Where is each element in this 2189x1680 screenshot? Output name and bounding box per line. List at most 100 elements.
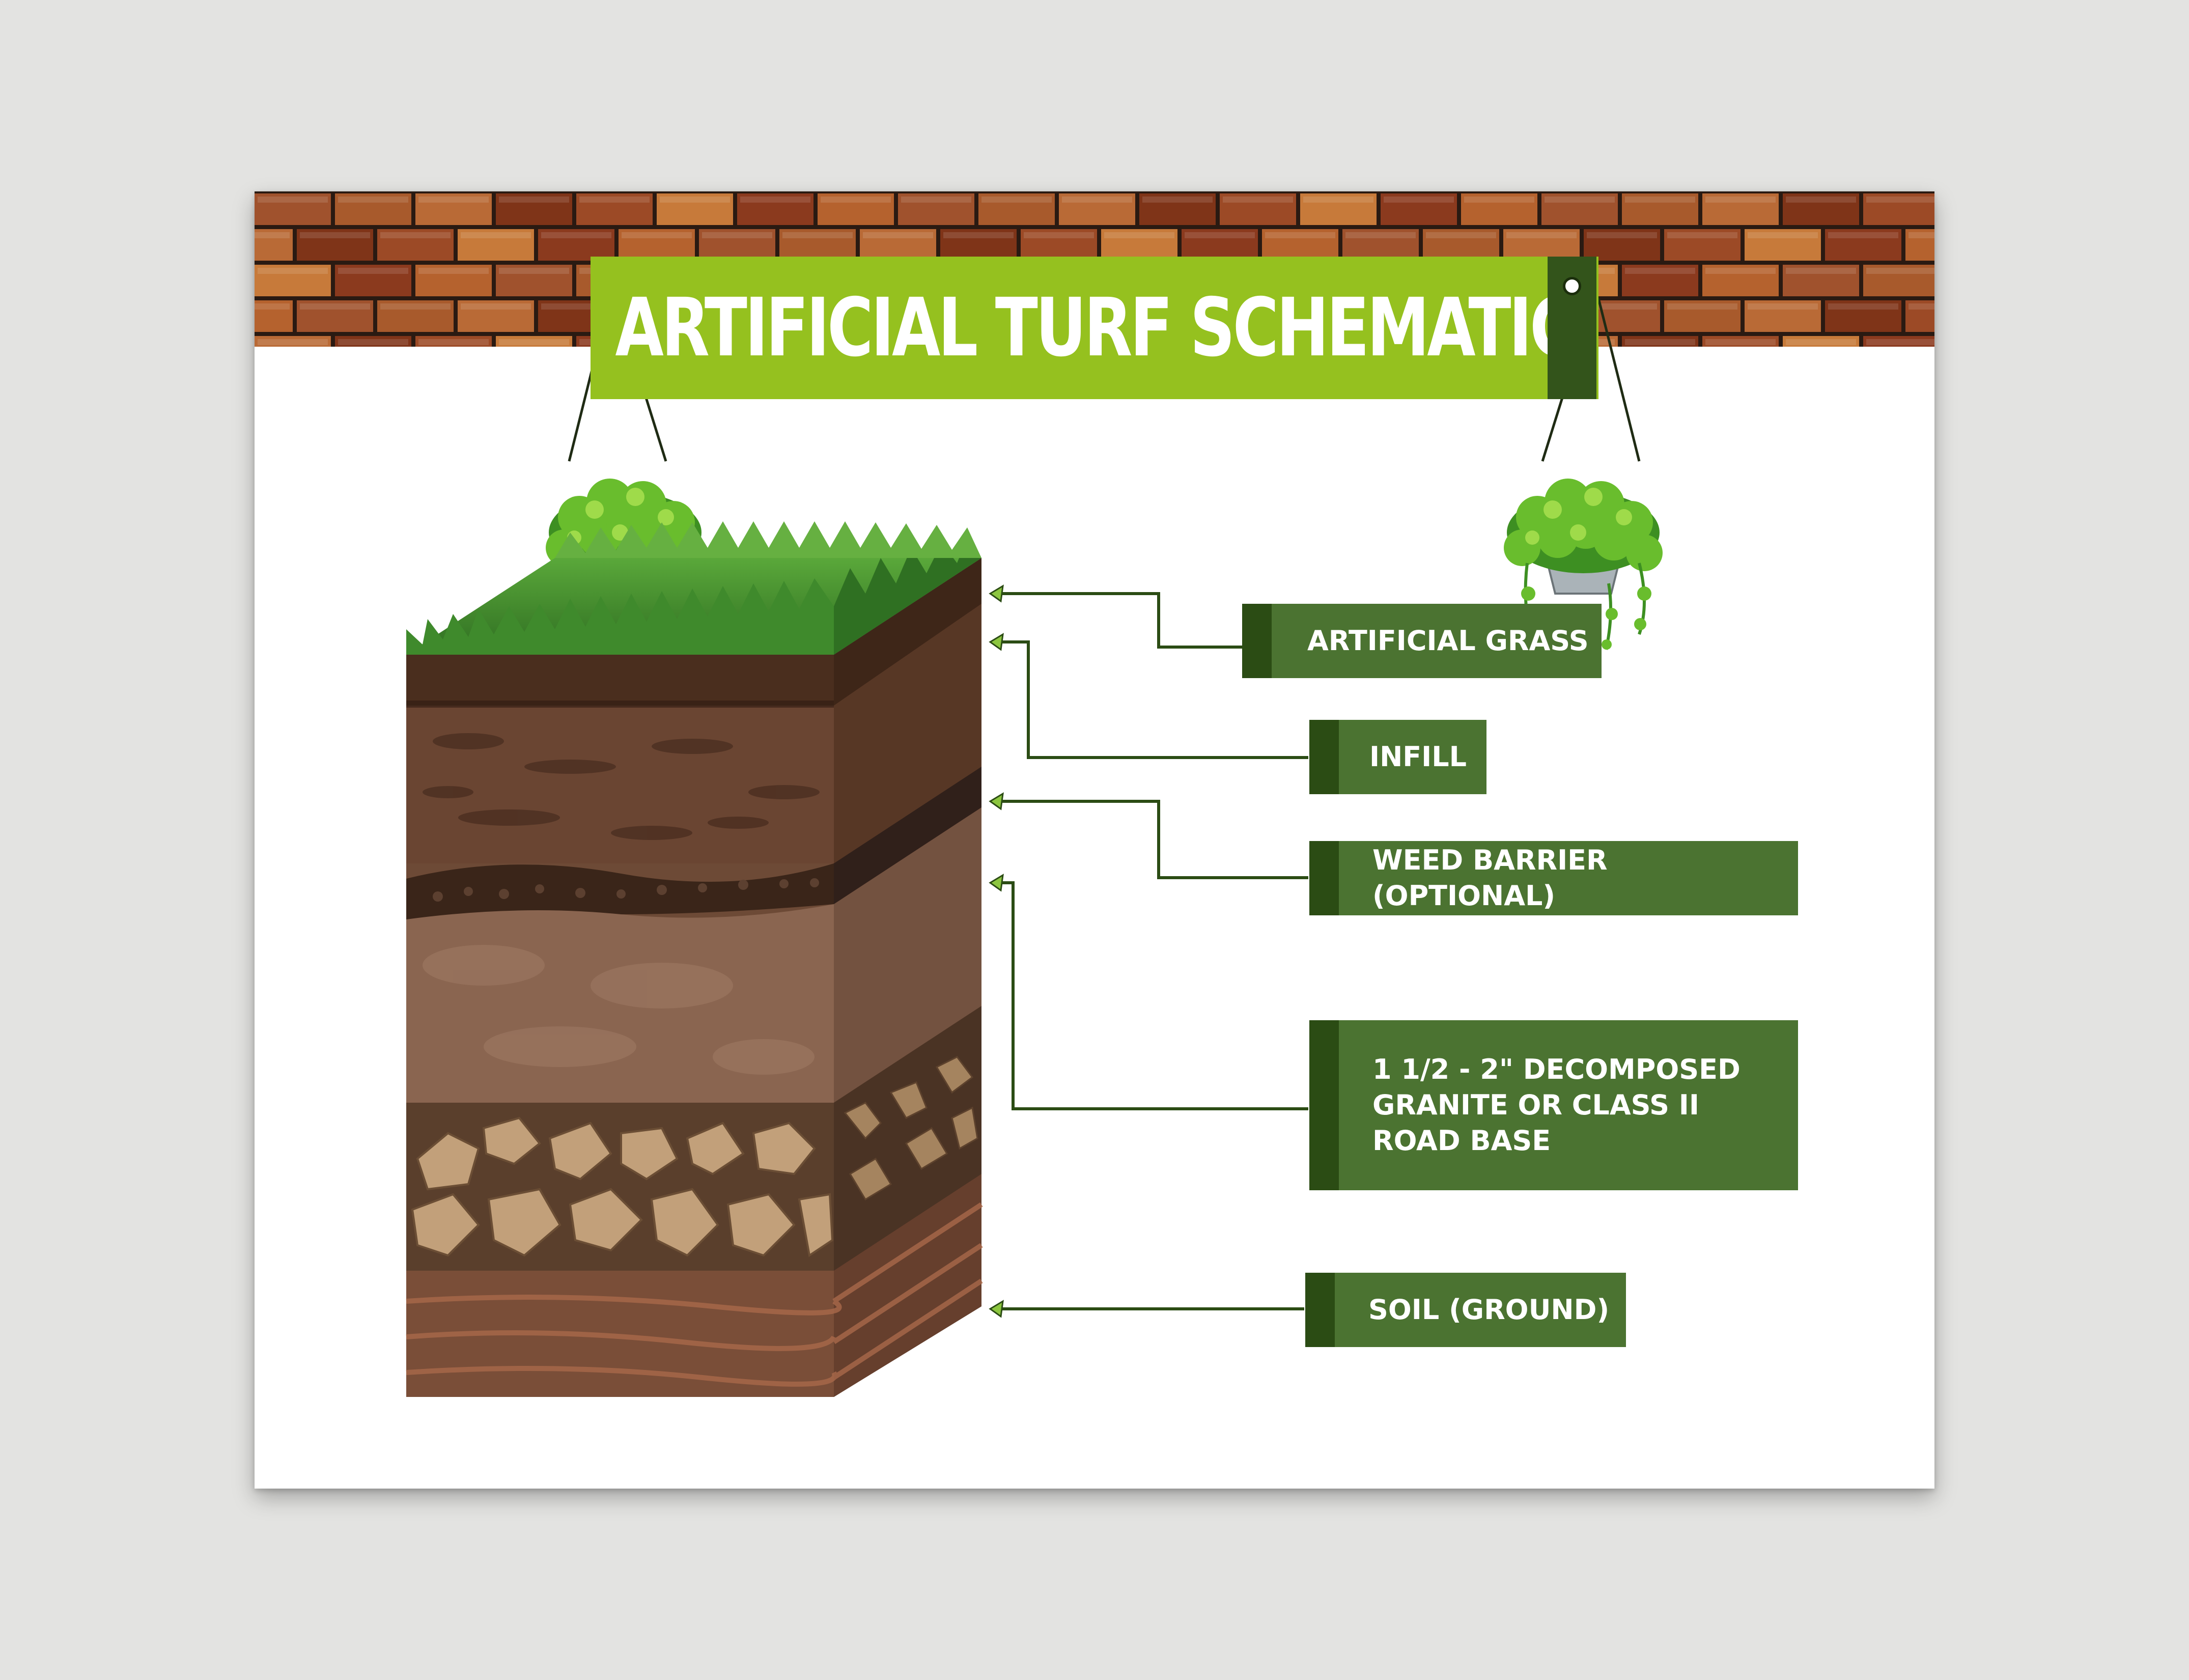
brick — [496, 193, 572, 225]
brick-highlight — [1024, 232, 1094, 238]
brick — [1622, 265, 1698, 296]
brick — [1664, 229, 1741, 261]
arrow-tip-icon — [989, 792, 1004, 810]
arrow-tip-icon — [989, 584, 1004, 603]
arrow-tips — [989, 584, 1004, 1318]
brick — [458, 300, 534, 332]
brick — [1423, 229, 1499, 261]
brick — [415, 336, 492, 347]
label-weed-barrier-text: WEED BARRIER (OPTIONAL) — [1372, 844, 1608, 912]
brick — [496, 265, 572, 296]
brick — [657, 193, 733, 225]
brick — [335, 193, 411, 225]
brick — [1300, 193, 1377, 225]
brick — [1021, 229, 1097, 261]
brick — [255, 193, 331, 225]
brick — [940, 229, 1017, 261]
brick-highlight — [338, 197, 408, 203]
brick — [1863, 336, 1934, 347]
brick — [458, 229, 534, 261]
label-soil: SOIL (GROUND) — [1305, 1273, 1626, 1347]
brick — [1541, 193, 1618, 225]
brick-highlight — [1866, 339, 1934, 345]
brick — [335, 336, 411, 347]
brick-highlight — [1828, 303, 1898, 310]
arrow-tip-icon — [989, 633, 1004, 651]
brick-highlight — [622, 232, 692, 238]
brick-highlight — [300, 232, 370, 238]
brick-highlight — [1185, 232, 1255, 238]
brick — [1622, 193, 1698, 225]
brick — [1905, 300, 1934, 332]
brick — [377, 229, 454, 261]
brick — [898, 193, 974, 225]
brick — [1342, 229, 1419, 261]
brick-highlight — [418, 339, 489, 345]
brick-highlight — [1506, 232, 1577, 238]
brick-highlight — [1223, 197, 1293, 203]
soil-block — [406, 521, 983, 1397]
brick-highlight — [1625, 339, 1695, 345]
label-road-base-text: 1 1/2 - 2" DECOMPOSED GRANITE OR CLASS I… — [1372, 1053, 1741, 1157]
brick — [779, 229, 856, 261]
soil-cross-section-diagram — [406, 521, 1308, 1397]
brick — [1702, 265, 1779, 296]
brick — [1503, 229, 1580, 261]
brick-highlight — [1062, 197, 1132, 203]
leader-line-weed-barrier — [998, 800, 1308, 879]
leader-lines — [998, 592, 1308, 1310]
brick-highlight — [901, 197, 971, 203]
brick — [1702, 336, 1779, 347]
brick-highlight — [461, 303, 531, 310]
brick-highlight — [660, 197, 730, 203]
brick — [1745, 300, 1821, 332]
schematic-card: ARTIFICIAL TURF SCHEMATIC — [255, 191, 1934, 1489]
hanging-ring-icon — [1563, 277, 1581, 295]
brick-highlight — [1142, 197, 1213, 203]
brick-highlight — [821, 197, 891, 203]
brick — [1664, 300, 1741, 332]
brick — [1783, 265, 1859, 296]
brick-highlight — [541, 232, 611, 238]
brick — [255, 336, 331, 347]
brick — [1745, 229, 1821, 261]
brick — [297, 300, 373, 332]
brick-highlight — [1587, 232, 1657, 238]
brick-highlight — [1384, 197, 1454, 203]
brick-highlight — [255, 232, 290, 238]
brick-highlight — [1464, 197, 1534, 203]
brick — [1101, 229, 1177, 261]
brick-highlight — [1667, 303, 1737, 310]
brick-highlight — [258, 268, 328, 274]
brick — [1139, 193, 1216, 225]
brick — [860, 229, 936, 261]
arrow-tip-icon — [989, 874, 1004, 892]
brick — [1584, 229, 1660, 261]
brick-highlight — [1545, 197, 1615, 203]
brick-highlight — [499, 268, 569, 274]
brick-highlight — [1667, 232, 1737, 238]
brick — [335, 265, 411, 296]
brick-highlight — [380, 232, 451, 238]
brick-highlight — [1909, 232, 1934, 238]
brick — [1381, 193, 1457, 225]
brick-highlight — [1625, 197, 1695, 203]
brick — [1825, 229, 1901, 261]
brick-highlight — [1587, 303, 1657, 310]
brick — [818, 193, 894, 225]
leader-line-road-base — [998, 881, 1308, 1110]
brick-highlight — [702, 232, 772, 238]
brick-highlight — [1786, 339, 1856, 345]
brick-highlight — [1705, 197, 1776, 203]
brick-highlight — [579, 197, 650, 203]
brick — [737, 193, 813, 225]
brick-highlight — [1345, 232, 1416, 238]
label-weed-barrier: WEED BARRIER (OPTIONAL) — [1309, 841, 1798, 915]
brick — [978, 193, 1055, 225]
brick — [255, 300, 293, 332]
brick-highlight — [782, 232, 853, 238]
brick — [415, 265, 492, 296]
brick — [297, 229, 373, 261]
brick-highlight — [1303, 197, 1373, 203]
